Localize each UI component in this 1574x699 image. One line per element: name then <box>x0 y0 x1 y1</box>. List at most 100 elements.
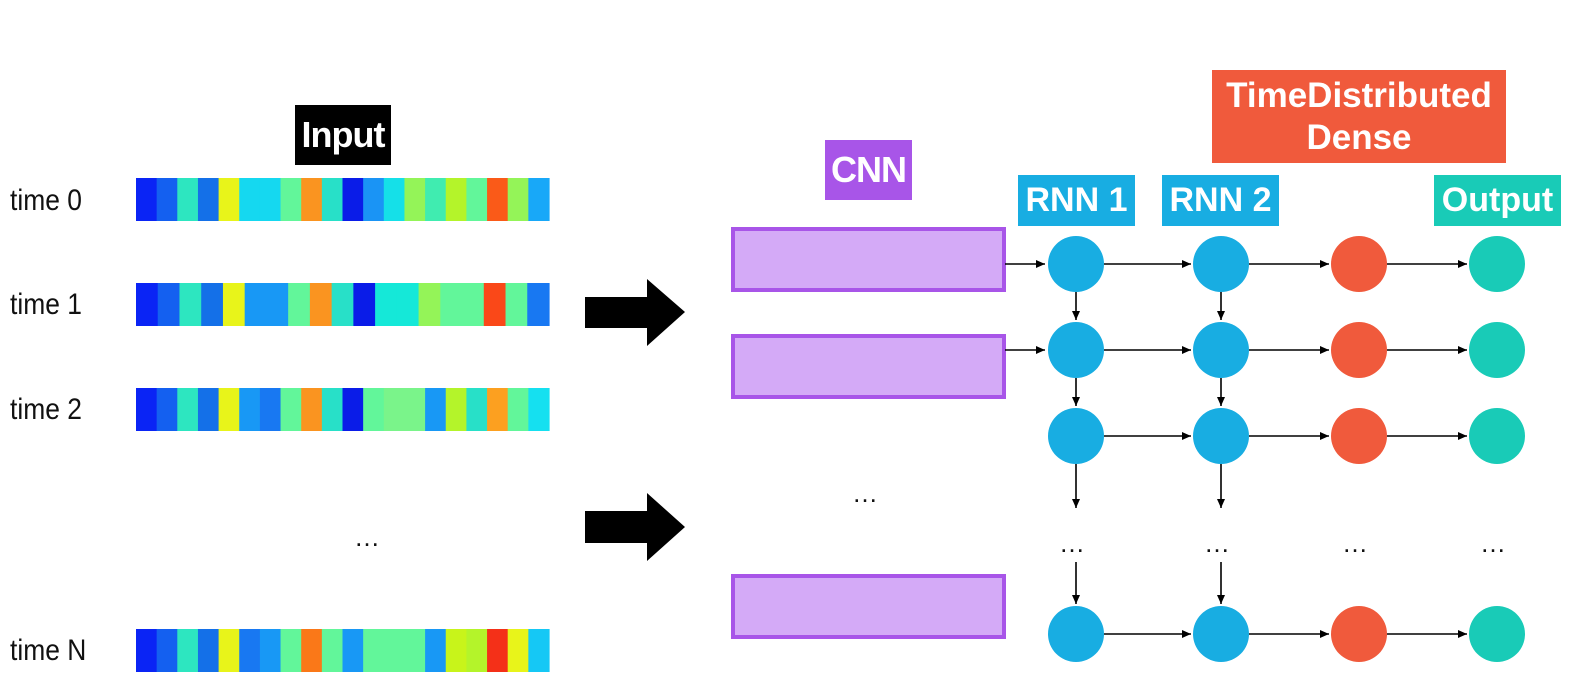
big-arrow-icon <box>585 493 685 561</box>
time-label: time N <box>10 634 87 667</box>
input-cell <box>197 388 220 431</box>
tdd-label: TimeDistributed Dense <box>1212 70 1506 163</box>
input-cell <box>136 178 158 221</box>
rnn2-node <box>1193 236 1249 292</box>
input-cell <box>505 283 528 326</box>
input-cell <box>383 629 406 672</box>
rnn1-node <box>1048 236 1104 292</box>
input-cell <box>177 629 199 672</box>
input-cell <box>288 283 311 326</box>
ellipsis: … <box>1480 528 1508 558</box>
input-cell <box>239 388 261 431</box>
ellipsis: … <box>354 522 382 552</box>
cnn-box <box>731 334 1006 399</box>
input-cell <box>301 178 323 221</box>
input-cell <box>179 283 202 326</box>
input-cell <box>363 629 385 672</box>
input-cell <box>528 178 550 221</box>
input-cell <box>445 178 467 221</box>
input-cell <box>425 178 447 221</box>
output-node <box>1469 236 1525 292</box>
rnn2-node <box>1193 606 1249 662</box>
input-cell <box>440 283 463 326</box>
input-cell <box>201 283 224 326</box>
input-cell <box>331 283 354 326</box>
rnn2-label: RNN 2 <box>1162 175 1279 226</box>
input-cell <box>136 283 159 326</box>
input-cell <box>375 283 398 326</box>
input-cell <box>280 629 302 672</box>
time-label: time 2 <box>10 393 82 426</box>
input-cell <box>239 178 261 221</box>
rnn2-node <box>1193 322 1249 378</box>
output-label: Output <box>1434 175 1561 226</box>
time-label: time 1 <box>10 288 82 321</box>
input-cell <box>342 629 364 672</box>
rnn1-label: RNN 1 <box>1018 175 1135 226</box>
rnn1-node <box>1048 322 1104 378</box>
cnn-box <box>731 227 1006 292</box>
input-cell <box>136 629 158 672</box>
horizontal-connections <box>1104 260 1467 638</box>
input-cell <box>136 388 158 431</box>
input-cell <box>445 629 467 672</box>
input-cell <box>309 283 333 326</box>
input-cell <box>218 178 240 221</box>
input-cell <box>280 178 302 221</box>
network-nodes <box>1048 236 1525 662</box>
input-cell <box>363 388 385 431</box>
input-cell <box>466 629 488 672</box>
input-cell <box>218 629 240 672</box>
big-arrow-icon <box>585 279 685 346</box>
time-label: time 0 <box>10 184 82 217</box>
input-cell <box>404 388 426 431</box>
input-cell <box>487 178 509 221</box>
input-cell <box>466 178 488 221</box>
output-node <box>1469 408 1525 464</box>
dense-node <box>1331 236 1387 292</box>
input-cell <box>177 178 199 221</box>
input-cell <box>259 388 282 431</box>
input-cell <box>342 178 364 221</box>
input-sequence <box>136 178 550 672</box>
input-cell <box>528 388 550 431</box>
rnn2-node <box>1193 408 1249 464</box>
input-cell <box>222 283 246 326</box>
input-cell <box>528 629 550 672</box>
ellipsis: … <box>1059 528 1087 558</box>
input-cell <box>353 283 376 326</box>
dense-node <box>1331 408 1387 464</box>
input-cell <box>507 388 529 431</box>
input-label: Input <box>295 105 391 165</box>
input-cell <box>156 629 178 672</box>
input-cell <box>157 283 181 326</box>
output-node <box>1469 322 1525 378</box>
cnn-label: CNN <box>825 140 912 200</box>
rnn1-node <box>1048 606 1104 662</box>
input-row <box>136 178 550 221</box>
output-node <box>1469 606 1525 662</box>
ellipsis: … <box>1342 528 1370 558</box>
input-cell <box>425 388 447 431</box>
rnn1-node <box>1048 408 1104 464</box>
input-cell <box>396 283 420 326</box>
input-cell <box>383 178 406 221</box>
input-cell <box>383 388 406 431</box>
input-cell <box>239 629 261 672</box>
input-cell <box>342 388 364 431</box>
input-cell <box>404 629 426 672</box>
input-cell <box>321 178 344 221</box>
input-cell <box>418 283 441 326</box>
cnn-box <box>731 574 1006 639</box>
input-cell <box>321 388 344 431</box>
input-cell <box>527 283 550 326</box>
input-cell <box>404 178 426 221</box>
input-cell <box>244 283 268 326</box>
input-cell <box>197 629 220 672</box>
input-cell <box>156 178 178 221</box>
input-cell <box>487 629 509 672</box>
ellipsis: … <box>852 478 880 508</box>
input-cell <box>301 388 323 431</box>
input-cell <box>507 629 529 672</box>
